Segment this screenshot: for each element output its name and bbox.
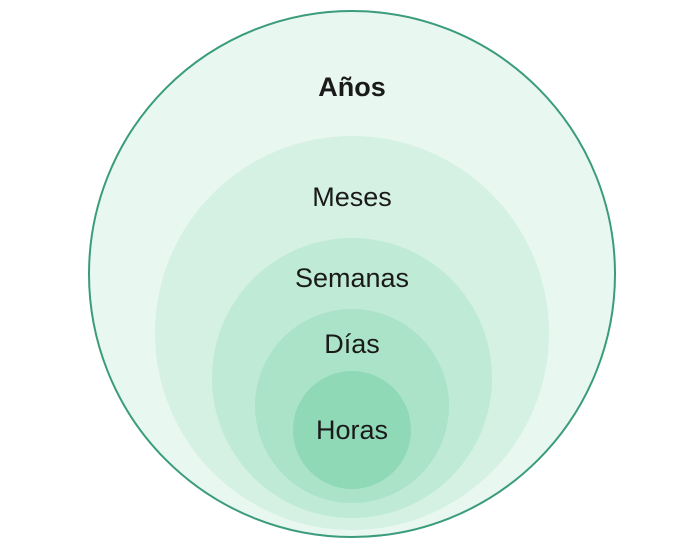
label-days: Días xyxy=(324,329,380,359)
label-weeks: Semanas xyxy=(295,263,409,293)
circle-hours xyxy=(293,371,411,489)
label-months: Meses xyxy=(312,182,392,212)
label-years: Años xyxy=(318,72,386,102)
label-hours: Horas xyxy=(316,415,388,445)
